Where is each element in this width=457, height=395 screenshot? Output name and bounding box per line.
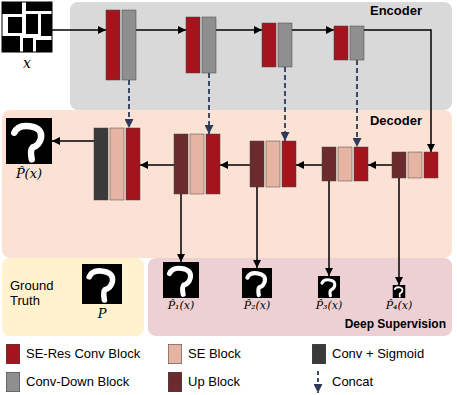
- figure-part: [129, 60, 357, 147]
- network-block: [392, 152, 406, 178]
- output-mask-image: [6, 118, 52, 164]
- panel-title: Deep Supervision: [345, 318, 446, 332]
- encoder-panel: Encoder: [70, 2, 452, 110]
- arrow-line: [356, 60, 358, 147]
- arrow-line: [136, 29, 186, 31]
- network-block: [110, 128, 124, 200]
- panel-title: Decoder: [370, 114, 422, 129]
- side-output-image: [393, 285, 406, 298]
- network-block: [94, 128, 108, 200]
- image-shape: [2, 2, 52, 52]
- network-block: [334, 26, 348, 60]
- arrow-line: [292, 29, 334, 31]
- arrow-line: [220, 164, 250, 166]
- legend-text: Up Block: [188, 375, 240, 390]
- side-output-label: P̂₄(x): [386, 300, 413, 313]
- image-shape: [26, 14, 38, 34]
- concat-sample: [317, 371, 319, 393]
- arrow-line: [140, 164, 174, 166]
- side-output-image: [318, 276, 340, 298]
- image-shape: [23, 38, 33, 52]
- arrow-line: [364, 30, 431, 152]
- image-shape: [36, 40, 52, 52]
- network-block: [106, 10, 120, 80]
- arrow-line: [284, 67, 286, 141]
- legend-swatch: [6, 344, 20, 364]
- network-block: [202, 17, 216, 73]
- network-block: [354, 147, 368, 181]
- network-block: [350, 26, 364, 60]
- arrow-line: [128, 80, 130, 128]
- image-shape: [41, 14, 52, 36]
- figure-part: [94, 128, 438, 200]
- network-block: [186, 17, 200, 73]
- decoder-panel: DecoderP̂(x): [2, 110, 452, 258]
- side-output-image: [242, 268, 272, 298]
- legend-text: SE-Res Conv Block: [26, 347, 140, 362]
- network-block: [282, 141, 296, 187]
- panel-title: Encoder: [370, 4, 422, 19]
- network-block: [266, 141, 280, 187]
- figure-part: [52, 141, 392, 165]
- network-block: [122, 10, 136, 80]
- legend-text: Conv + Sigmoid: [332, 347, 424, 362]
- arrow-line: [52, 29, 106, 31]
- network-block: [262, 23, 276, 67]
- arrow-line: [328, 181, 330, 276]
- network-block: [338, 147, 352, 181]
- ground-truth-label: P: [98, 307, 107, 322]
- image-shape: [26, 2, 52, 11]
- network-block: [126, 128, 140, 200]
- arrow-line: [296, 164, 322, 166]
- legend-swatch: [168, 372, 182, 392]
- panel-title: Ground Truth: [10, 279, 76, 309]
- ground-truth-panel: Ground TruthP: [2, 258, 144, 336]
- figure-part: [52, 29, 334, 31]
- network-block: [278, 23, 292, 67]
- legend-swatch: [312, 344, 326, 364]
- input-image: [2, 2, 52, 52]
- arrow-line: [368, 164, 392, 166]
- deep-supervision-panel: P̂₁(x) P̂₂(x) P̂₃(x) P̂₄(x) Deep Supervision: [148, 258, 452, 336]
- arrow-line: [180, 194, 182, 262]
- network-block: [174, 134, 188, 194]
- image-shape: [8, 17, 22, 33]
- output-label: P̂(x): [16, 167, 42, 182]
- side-output-image: [163, 262, 199, 298]
- input-label: x: [23, 55, 31, 71]
- network-block: [190, 134, 204, 194]
- arrow-line: [208, 73, 210, 134]
- image-shape: [2, 36, 20, 52]
- network-block: [322, 147, 336, 181]
- legend-text: Concat: [332, 375, 373, 390]
- figure-part: [106, 10, 364, 80]
- side-output-label: P̂₃(x): [316, 300, 343, 313]
- network-block: [424, 152, 438, 178]
- side-output-label: P̂₂(x): [244, 300, 271, 313]
- network-block: [250, 141, 264, 187]
- arrow-line: [216, 29, 262, 31]
- legend-swatch: [168, 344, 182, 364]
- figure-part: [181, 178, 399, 285]
- network-block: [206, 134, 220, 194]
- image-shape: [2, 2, 22, 14]
- legend-swatch: [6, 372, 20, 392]
- legend-text: Conv-Down Block: [26, 375, 129, 390]
- arrow-line: [52, 140, 94, 142]
- legend-text: SE Block: [188, 347, 241, 362]
- arrow-line: [398, 178, 400, 285]
- network-block: [408, 152, 422, 178]
- side-output-label: P̂₁(x): [168, 300, 195, 313]
- ground-truth-image: [82, 264, 122, 304]
- arrow-line: [256, 187, 258, 268]
